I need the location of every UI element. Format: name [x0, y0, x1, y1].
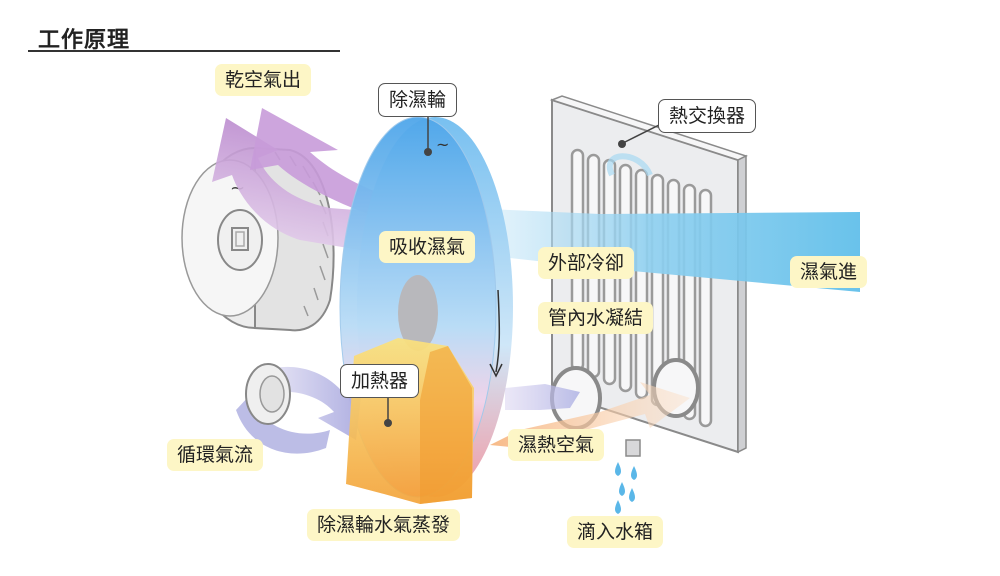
humid-air-flow	[440, 206, 860, 292]
label-evaporation: 除濕輪水氣蒸發	[307, 509, 461, 541]
circulation-flow-graphic	[236, 363, 362, 454]
label-desiccant-wheel: 除濕輪	[378, 83, 458, 117]
label-heater: 加熱器	[340, 364, 420, 398]
callout-dot	[618, 140, 626, 148]
water-drop-icon	[615, 462, 637, 514]
callout-dot	[424, 148, 432, 156]
title-underline	[28, 50, 340, 52]
label-circulation: 循環氣流	[167, 439, 264, 471]
label-dry-air-out: 乾空氣出	[215, 64, 312, 96]
label-humid-air-in: 濕氣進	[790, 256, 868, 288]
label-heat-exchanger: 熱交換器	[658, 99, 757, 133]
callout-dot	[384, 419, 392, 427]
page-title: 工作原理	[38, 28, 131, 53]
label-drip-to-tank: 滴入水箱	[567, 516, 664, 548]
label-external-cooling: 外部冷卻	[538, 247, 635, 279]
lavender-flow	[505, 384, 580, 410]
tilde-mark: ~	[436, 135, 449, 154]
label-absorb-moisture: 吸收濕氣	[379, 231, 476, 263]
label-condensation: 管內水凝結	[538, 302, 654, 334]
label-hot-humid-air: 濕熱空氣	[508, 429, 605, 461]
